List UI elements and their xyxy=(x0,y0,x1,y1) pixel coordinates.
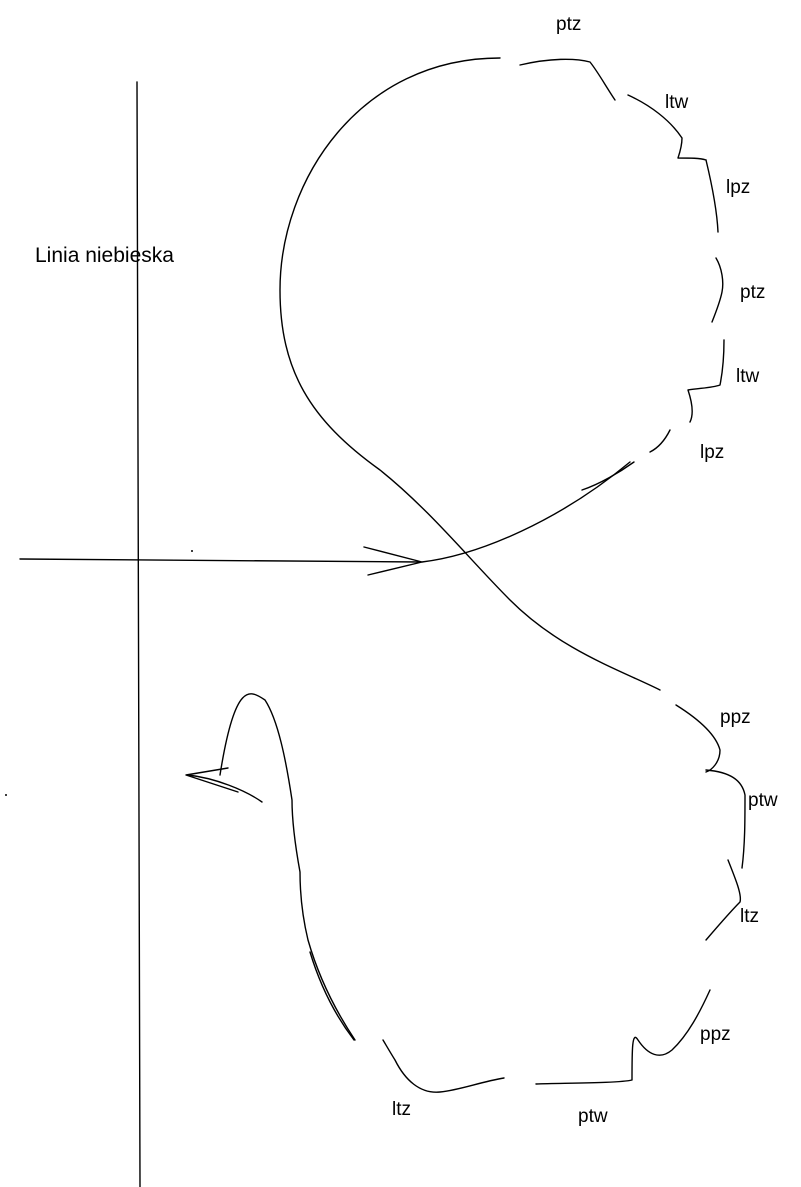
label-ltz-right: ltz xyxy=(740,906,759,927)
segment-ptw-right xyxy=(705,769,746,869)
horizontal-axis xyxy=(19,558,421,563)
end-arrow-shaft xyxy=(187,774,263,803)
segment-ltw-mid xyxy=(687,339,725,423)
label-ptw-right: ptw xyxy=(748,790,778,811)
blue-line-label: Linia niebieska xyxy=(35,244,174,267)
label-lpz-mid: lpz xyxy=(700,442,724,463)
end-arrowhead xyxy=(185,767,239,793)
label-ptz-mid: ptz xyxy=(740,282,765,303)
segment-left-lower xyxy=(309,951,355,1041)
label-ltw-mid: ltw xyxy=(736,366,760,387)
segment-ltw-top xyxy=(627,94,707,161)
label-ptz-top: ptz xyxy=(556,14,581,35)
label-ptw-bottom: ptw xyxy=(578,1106,608,1127)
label-ppz-right: ppz xyxy=(720,707,751,728)
upper-loop-arc xyxy=(279,57,661,691)
stray-dot xyxy=(5,794,7,796)
segment-ltz-right xyxy=(705,859,742,941)
segment-ltz-bottom xyxy=(382,1039,505,1093)
label-ppz-bottom: ppz xyxy=(700,1024,731,1045)
segment-lpz-mid xyxy=(649,429,671,453)
segment-ppz-bottom xyxy=(535,989,711,1085)
segment-ppz-right xyxy=(675,704,721,773)
label-ltz-bottom: ltz xyxy=(392,1099,411,1120)
segment-left-climb xyxy=(219,693,356,1041)
segment-lpz-end xyxy=(581,461,635,491)
segment-ptz-top xyxy=(519,58,616,101)
label-lpz-top: lpz xyxy=(726,177,750,198)
stray-dot xyxy=(191,550,193,552)
segment-lpz-top xyxy=(705,159,719,233)
segment-ptz-mid xyxy=(711,257,724,323)
label-ltw-top: ltw xyxy=(665,92,689,113)
upper-loop-return xyxy=(421,461,631,563)
vertical-axis xyxy=(136,81,141,1187)
